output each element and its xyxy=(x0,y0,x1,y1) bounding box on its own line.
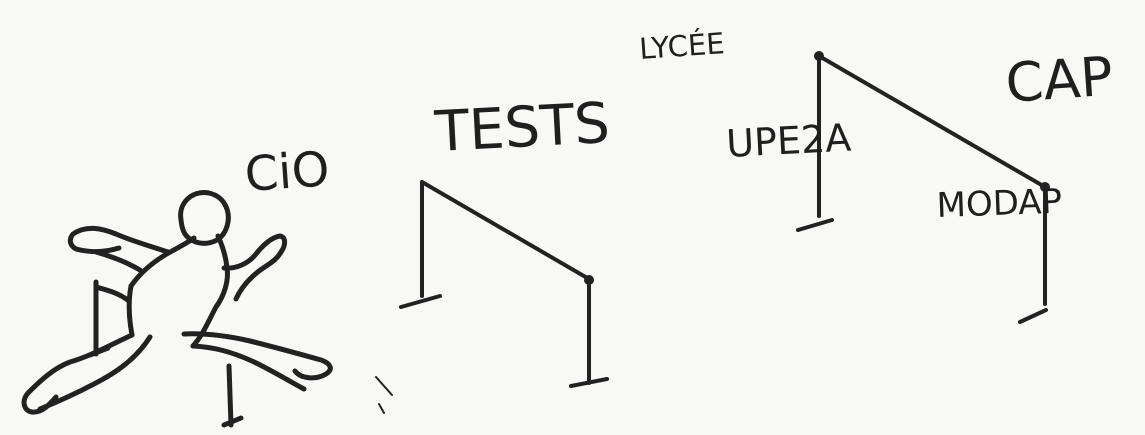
upe2a-label: UPE2A xyxy=(725,116,852,166)
hurdle-icon-1 xyxy=(399,180,609,388)
cio-label: CiO xyxy=(243,141,331,203)
mdap-label: MODAP xyxy=(936,182,1063,226)
cap-label: CAP xyxy=(1004,45,1115,115)
tests-label: TESTS xyxy=(432,91,611,165)
hurdler-figure-icon xyxy=(21,190,333,428)
lycee-label: LYCÉE xyxy=(638,26,726,66)
pen-mark xyxy=(375,376,393,414)
hurdle-icon-2 xyxy=(796,51,1050,324)
